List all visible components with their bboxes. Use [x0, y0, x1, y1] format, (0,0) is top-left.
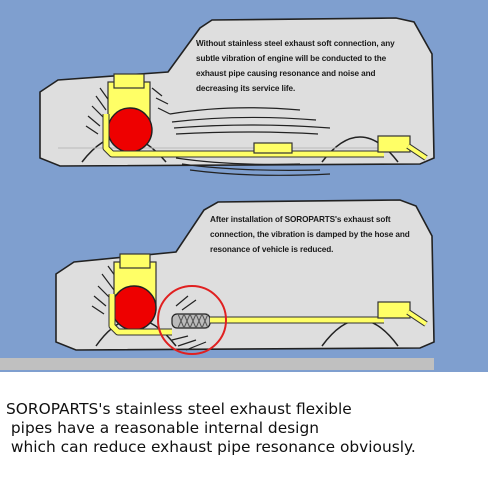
caption-panel: SOROPARTS's stainless steel exhaust flex…	[0, 372, 488, 488]
engine-top	[119, 253, 151, 269]
car-with-flex-pipe	[55, 199, 435, 355]
note-with-flex-pipe: After installation of SOROPARTS's exhaus…	[210, 215, 410, 254]
engine-core	[107, 107, 153, 153]
rear-muffler	[377, 301, 411, 319]
engine-top	[113, 73, 145, 89]
engine-core	[111, 285, 157, 331]
exhaust-manifold	[109, 294, 172, 335]
ground-strip	[0, 358, 434, 370]
highlight-ring	[157, 285, 227, 355]
car-without-flex-pipe	[39, 17, 435, 176]
vibration-lines-body	[169, 107, 331, 176]
flexible-pipe-braid	[177, 313, 209, 329]
damping-lines	[171, 295, 207, 351]
rear-muffler	[377, 135, 411, 153]
caption-text: SOROPARTS's stainless steel exhaust flex…	[6, 400, 416, 456]
vibration-lines-engine	[85, 87, 171, 135]
tailpipe	[406, 310, 428, 326]
mid-muffler	[253, 142, 293, 154]
note-without-flex-pipe: Without stainless steel exhaust soft con…	[196, 39, 395, 93]
